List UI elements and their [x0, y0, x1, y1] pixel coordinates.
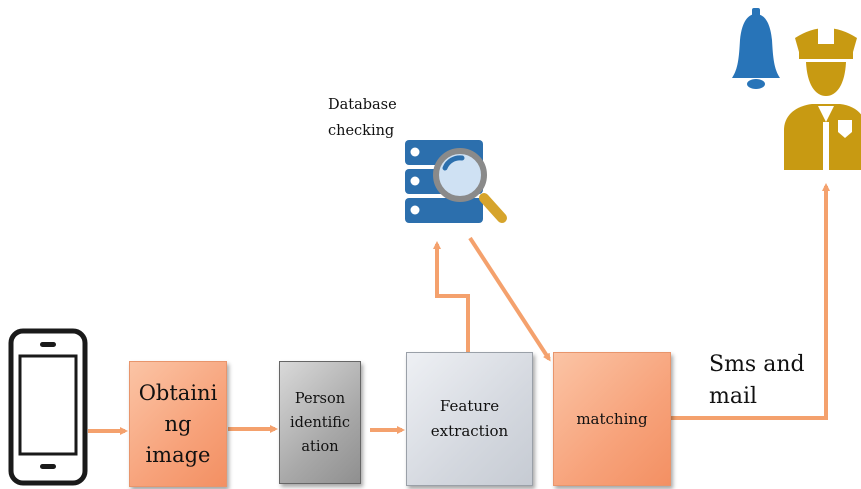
feature-extraction-box: Feature extraction: [406, 352, 533, 486]
smartphone-icon: [8, 328, 88, 486]
sms-and-mail-label: Sms and mail: [709, 352, 805, 409]
matching-label: matching: [576, 410, 648, 428]
alarm-bell-icon: [732, 8, 780, 89]
person-identification-box: Person identific ation: [279, 361, 361, 484]
obtaining-image-box: Obtaini ng image: [129, 361, 227, 487]
database-checking-label: Database checking: [328, 97, 397, 139]
arrows: [88, 183, 830, 435]
feature-extraction-label: Feature extraction: [430, 397, 509, 440]
arrow-matching-to-alert: [671, 183, 830, 420]
arrow-feature-to-database: [433, 241, 470, 352]
police-officer-icon: [784, 28, 861, 170]
database-search-icon: [405, 140, 507, 223]
arrow-database-to-matching: [468, 236, 551, 362]
person-identification-label: Person identific ation: [289, 390, 351, 455]
obtaining-image-label: Obtaini ng image: [138, 380, 218, 467]
matching-box: matching: [553, 352, 671, 486]
